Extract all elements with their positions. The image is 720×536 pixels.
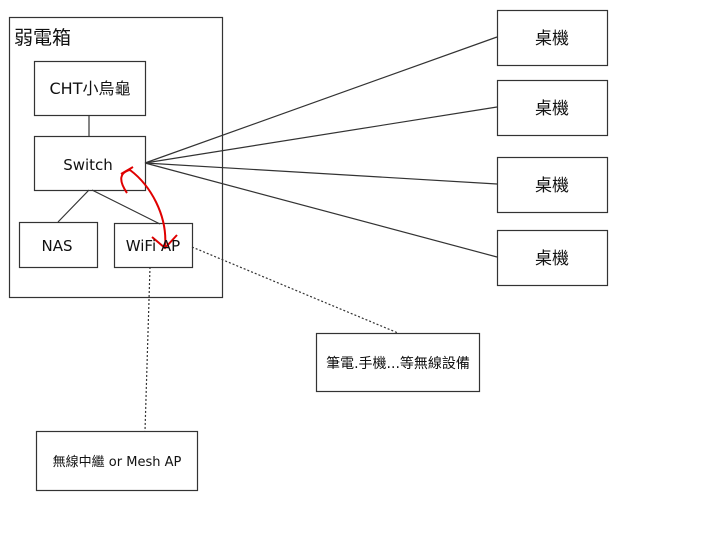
red-annotation-arrow [120,166,178,250]
desktop-box-2 [496,79,609,137]
nas-label: NAS [41,237,72,255]
desktop-label-1: 桌機 [535,29,569,49]
desktop-label-2: 桌機 [535,99,569,119]
switch-desktop-link-2 [144,106,498,164]
container-label: 弱電箱 [14,27,71,49]
mesh-box [35,430,199,492]
desktop-box-1 [496,9,609,67]
wireless-devices-box [315,332,481,393]
switch-desktop-link-4 [144,162,498,258]
weak-current-box [8,16,224,299]
desktop-label-4: 桌機 [535,249,569,269]
wireless-devices-label: 筆電.手機...等無線設備 [326,355,470,372]
wifi-ap-box [113,222,194,269]
ap-mesh-link [144,266,151,432]
switch-nas-link [57,189,90,223]
switch-desktop-link-3 [144,162,498,185]
modem-box [33,60,147,117]
modem-label: CHT小烏龜 [50,79,131,98]
wifi-ap-label: WiFi AP [126,237,180,255]
nas-box [18,221,99,269]
switch-label: Switch [63,156,113,174]
mesh-label: 無線中繼 or Mesh AP [53,454,182,470]
ap-wireless-link [191,246,399,334]
switch-desktop-link-1 [144,36,498,164]
desktop-box-3 [496,156,609,214]
switch-ap-link [91,189,161,225]
desktop-box-4 [496,229,609,287]
desktop-label-3: 桌機 [535,176,569,196]
